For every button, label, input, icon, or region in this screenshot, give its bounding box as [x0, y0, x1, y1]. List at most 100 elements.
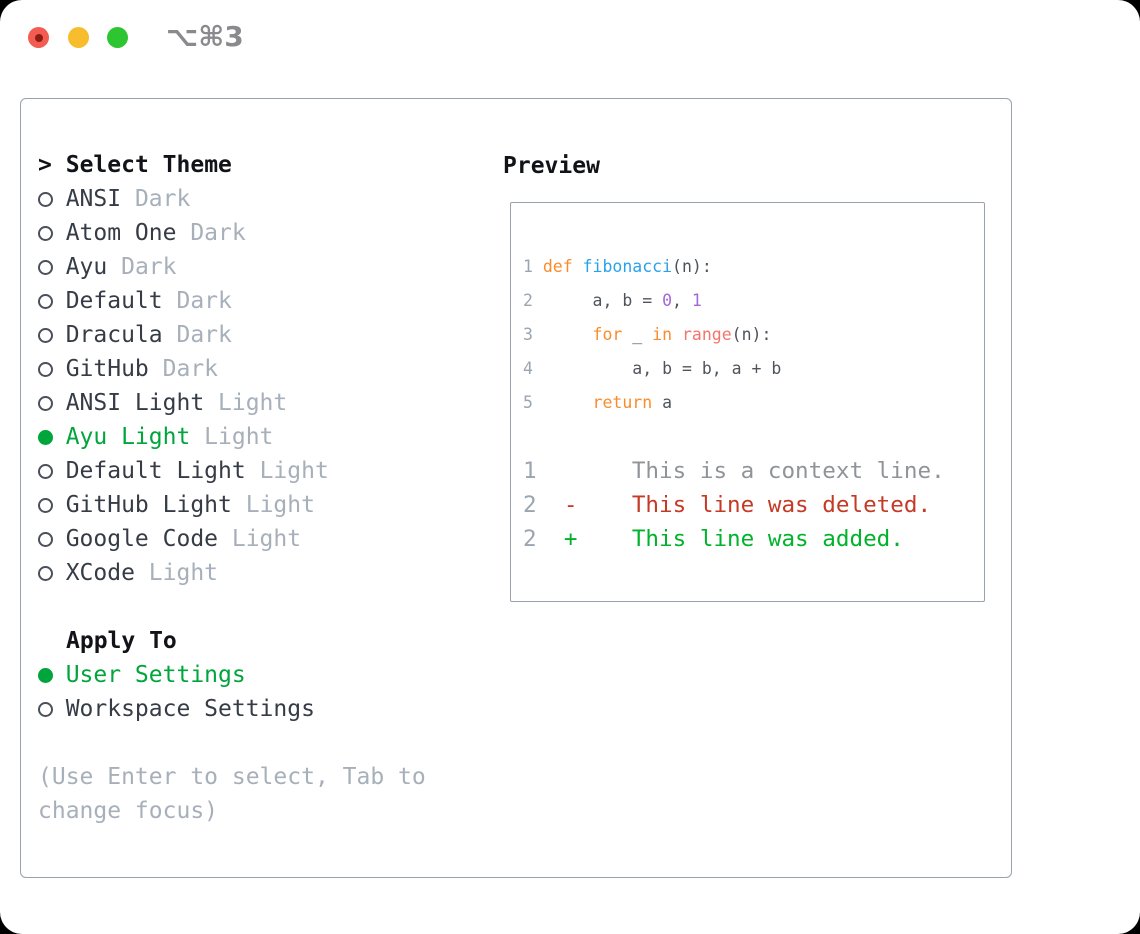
- token: _: [622, 325, 653, 344]
- radio-selected-icon: [38, 420, 53, 454]
- code-line: [523, 420, 945, 454]
- radio-icon: [38, 522, 53, 556]
- theme-option-dracula[interactable]: Dracula Dark: [38, 318, 329, 352]
- close-active-dot-icon: [34, 33, 43, 42]
- theme-option-default-light[interactable]: Default Light Light: [38, 454, 329, 488]
- radio-icon: [38, 352, 53, 386]
- apply-option-user-settings[interactable]: User Settings: [38, 658, 315, 692]
- theme-list-title-row: > Select Theme: [38, 148, 329, 182]
- code-line: 4 a, b = b, a + b: [523, 352, 945, 386]
- line-number: 1: [523, 458, 537, 484]
- apply-to-title: Apply To: [66, 628, 177, 654]
- token: - This line was deleted.: [536, 492, 932, 518]
- code-line: 2 a, b = 0, 1: [523, 284, 945, 318]
- option-variant-label: Dark: [176, 322, 232, 348]
- theme-option-xcode[interactable]: XCode Light: [38, 556, 329, 590]
- option-variant-label: Dark: [121, 254, 177, 280]
- code-line: 5 return a: [523, 386, 945, 420]
- token: [533, 325, 593, 344]
- theme-option-ansi[interactable]: ANSI Dark: [38, 182, 329, 216]
- line-number: 1: [523, 257, 533, 276]
- token: for: [592, 325, 623, 344]
- radio-icon: [38, 250, 53, 284]
- radio-icon: [38, 454, 53, 488]
- token: [573, 257, 583, 276]
- theme-list: > Select Theme ANSI Dark Atom One Dark A…: [38, 148, 329, 590]
- option-variant-label: Dark: [162, 356, 219, 382]
- preview-title: Preview: [503, 153, 600, 179]
- diff-line: 2 + This line was added.: [523, 522, 945, 556]
- token: + This line was added.: [536, 526, 904, 552]
- theme-option-github-light[interactable]: GitHub Light Light: [38, 488, 329, 522]
- radio-icon: [38, 216, 53, 250]
- token: fibonacci: [582, 257, 673, 276]
- radio-selected-icon: [38, 658, 53, 692]
- theme-option-ansi-light[interactable]: ANSI Light Light: [38, 386, 329, 420]
- token: 0: [662, 291, 673, 310]
- theme-option-github[interactable]: GitHub Dark: [38, 352, 329, 386]
- option-label: Ayu Light: [51, 424, 205, 450]
- keyboard-hint: (Use Enter to select, Tab to change focu…: [38, 764, 426, 824]
- radio-icon: [38, 556, 53, 590]
- theme-option-atom-one[interactable]: Atom One Dark: [38, 216, 329, 250]
- token: This is a context line.: [536, 458, 945, 484]
- close-button[interactable]: [28, 27, 49, 48]
- apply-option-workspace-settings[interactable]: Workspace Settings: [38, 692, 315, 726]
- option-variant-label: Light: [218, 390, 288, 416]
- option-variant-label: Dark: [190, 220, 246, 246]
- option-label: Workspace Settings: [51, 696, 315, 722]
- token: return: [592, 393, 653, 412]
- focus-prompt-icon: >: [38, 152, 52, 178]
- token: in: [652, 325, 673, 344]
- option-label: User Settings: [51, 662, 246, 688]
- token: [533, 393, 593, 412]
- token: [672, 325, 682, 344]
- option-label: ANSI Light: [51, 390, 219, 416]
- option-label: XCode: [51, 560, 149, 586]
- apply-to-options: User Settings Workspace Settings: [38, 658, 315, 726]
- theme-option-ayu-light[interactable]: Ayu Light Light: [38, 420, 329, 454]
- zoom-button[interactable]: [107, 27, 128, 48]
- minimize-button[interactable]: [68, 27, 89, 48]
- line-number: 4: [523, 359, 533, 378]
- token: (n):: [731, 325, 772, 344]
- option-label: GitHub Light: [51, 492, 246, 518]
- option-label: Ayu: [51, 254, 122, 280]
- radio-icon: [38, 318, 53, 352]
- option-variant-label: Light: [259, 458, 329, 484]
- diff-line: 2 - This line was deleted.: [523, 488, 945, 522]
- option-variant-label: Dark: [134, 186, 191, 212]
- diff-line: 1 This is a context line.: [523, 454, 945, 488]
- token: ,: [672, 291, 692, 310]
- option-variant-label: Light: [245, 492, 315, 518]
- preview-pane: [510, 202, 985, 602]
- line-number: 2: [523, 492, 537, 518]
- option-variant-label: Dark: [176, 288, 232, 314]
- option-label: Default Light: [51, 458, 260, 484]
- token: range: [681, 325, 732, 344]
- option-variant-label: Light: [231, 526, 302, 552]
- line-number: 2: [523, 291, 533, 310]
- code-line: 1 def fibonacci(n):: [523, 250, 945, 284]
- option-variant-label: Light: [148, 560, 219, 586]
- line-number: 5: [523, 393, 533, 412]
- theme-option-default[interactable]: Default Dark: [38, 284, 329, 318]
- option-label: Atom One: [51, 220, 191, 246]
- code-line: 3 for _ in range(n):: [523, 318, 945, 352]
- keyboard-shortcut-label: ⌥⌘3: [166, 20, 244, 53]
- option-variant-label: Light: [204, 424, 274, 450]
- token: 1: [691, 291, 702, 310]
- token: a, b = b, a + b: [532, 359, 782, 378]
- radio-icon: [38, 284, 53, 318]
- line-number: 2: [523, 526, 537, 552]
- option-label: Google Code: [51, 526, 232, 552]
- theme-option-ayu[interactable]: Ayu Dark: [38, 250, 329, 284]
- theme-list-title: Select Theme: [65, 152, 232, 178]
- theme-option-google-code[interactable]: Google Code Light: [38, 522, 329, 556]
- option-label: GitHub: [51, 356, 163, 382]
- radio-icon: [38, 692, 53, 726]
- token: a, b =: [532, 291, 663, 310]
- radio-icon: [38, 386, 53, 420]
